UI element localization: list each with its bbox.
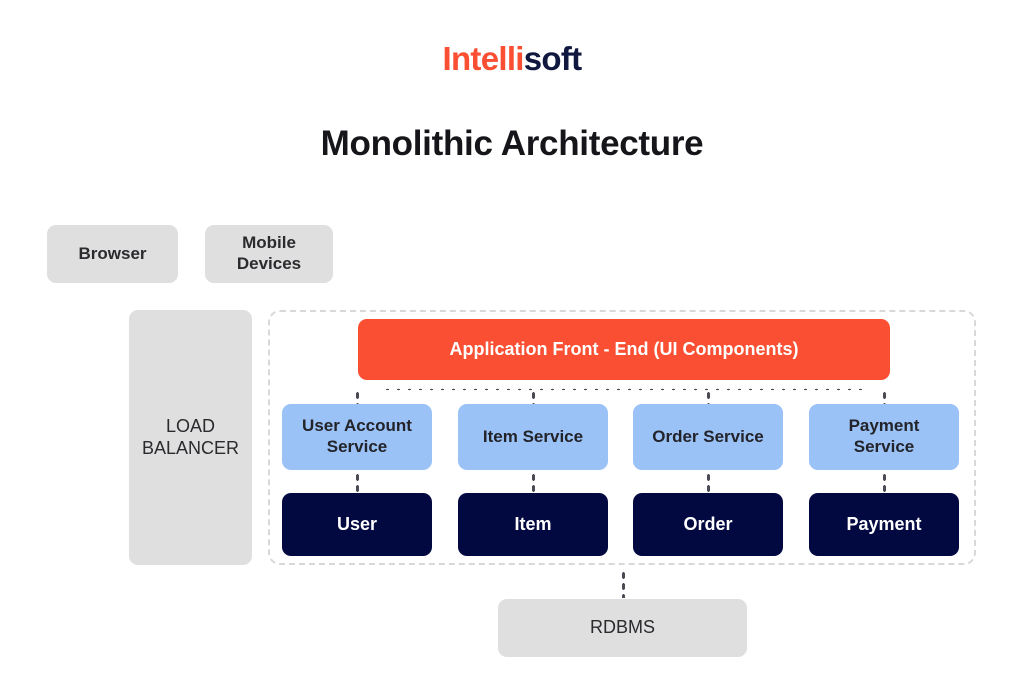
entity-box-user: User <box>282 493 432 556</box>
connector-service-to-entity-3 <box>881 472 886 493</box>
monolith-container <box>268 310 976 565</box>
connector-container-to-database <box>620 570 625 598</box>
application-frontend-box: Application Front - End (UI Components) <box>358 319 890 380</box>
client-box-mobile-devices: Mobile Devices <box>205 225 333 283</box>
connector-service-to-entity-2 <box>705 472 710 493</box>
service-box-user-account: User Account Service <box>282 404 432 470</box>
connector-bus-frontend <box>382 386 866 391</box>
connector-frontend-to-service-0 <box>354 390 359 405</box>
entity-box-item: Item <box>458 493 608 556</box>
service-box-item: Item Service <box>458 404 608 470</box>
connector-service-to-entity-0 <box>354 472 359 493</box>
page-title: Monolithic Architecture <box>320 124 704 163</box>
load-balancer-box: LOAD BALANCER <box>129 310 252 565</box>
entity-box-payment: Payment <box>809 493 959 556</box>
database-box-rdbms: RDBMS <box>498 599 747 657</box>
client-box-browser: Browser <box>47 225 178 283</box>
intellisoft-logo: Intellisoft <box>0 40 1024 78</box>
connector-frontend-to-service-3 <box>881 390 886 405</box>
connector-frontend-to-service-1 <box>530 390 535 405</box>
logo-text-secondary: soft <box>523 40 582 77</box>
service-box-order: Order Service <box>633 404 783 470</box>
connector-service-to-entity-1 <box>530 472 535 493</box>
connector-frontend-to-service-2 <box>705 390 710 405</box>
service-box-payment: Payment Service <box>809 404 959 470</box>
logo-text-primary: Intelli <box>442 40 525 77</box>
entity-box-order: Order <box>633 493 783 556</box>
